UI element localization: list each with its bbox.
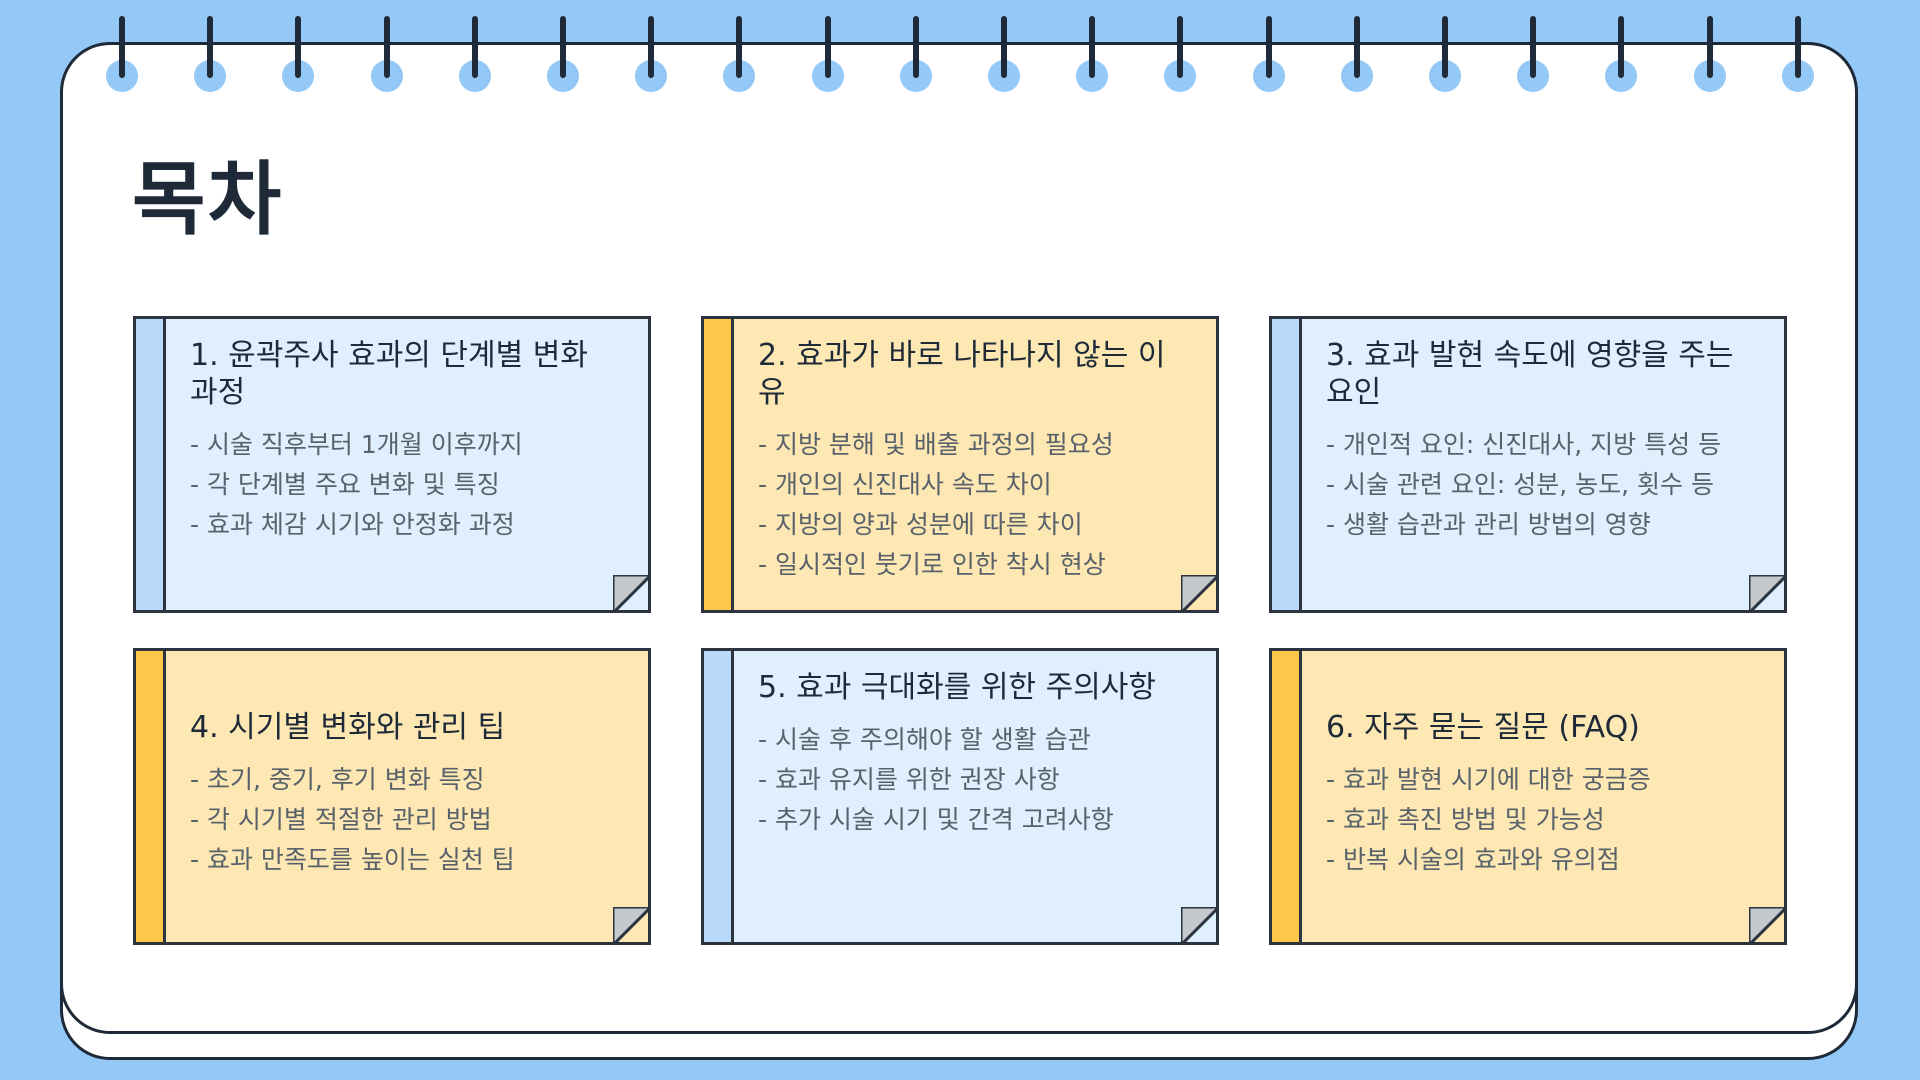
card-item: - 일시적인 붓기로 인한 착시 현상 bbox=[758, 550, 1106, 579]
card-item: - 추가 시술 시기 및 간격 고려사항 bbox=[758, 805, 1114, 834]
page-curl-icon bbox=[1749, 575, 1784, 610]
page-curl-icon bbox=[613, 575, 648, 610]
card-heading: 6. 자주 묻는 질문 (FAQ) bbox=[1326, 710, 1640, 745]
spiral-ring-icon bbox=[192, 16, 228, 92]
toc-card-6: 6. 자주 묻는 질문 (FAQ) - 효과 발현 시기에 대한 궁금증 - 효… bbox=[1269, 648, 1787, 945]
spiral-ring-icon bbox=[369, 16, 405, 92]
card-item: - 개인의 신진대사 속도 차이 bbox=[758, 470, 1052, 499]
card-stripe bbox=[136, 651, 166, 942]
toc-card-4: 4. 시기별 변화와 관리 팁 - 초기, 중기, 후기 변화 특징 - 각 시… bbox=[133, 648, 651, 945]
card-stripe bbox=[704, 319, 734, 610]
card-heading: 5. 효과 극대화를 위한 주의사항 bbox=[758, 670, 1156, 705]
spiral-ring-icon bbox=[986, 16, 1022, 92]
spiral-ring-icon bbox=[1251, 16, 1287, 92]
spiral-ring-icon bbox=[898, 16, 934, 92]
card-item: - 각 단계별 주요 변화 및 특징 bbox=[190, 470, 500, 499]
card-item: - 효과 촉진 방법 및 가능성 bbox=[1326, 805, 1605, 834]
card-item: - 시술 후 주의해야 할 생활 습관 bbox=[758, 725, 1091, 754]
card-item: - 효과 체감 시기와 안정화 과정 bbox=[190, 510, 515, 539]
spiral-ring-icon bbox=[1515, 16, 1551, 92]
card-stripe bbox=[136, 319, 166, 610]
card-item: - 지방 분해 및 배출 과정의 필요성 bbox=[758, 430, 1114, 459]
spiral-ring-icon bbox=[1780, 16, 1816, 92]
card-heading: 3. 효과 발현 속도에 영향을 주는 요인 bbox=[1326, 338, 1734, 410]
card-item: - 지방의 양과 성분에 따른 차이 bbox=[758, 510, 1083, 539]
toc-card-3: 3. 효과 발현 속도에 영향을 주는 요인 - 개인적 요인: 신진대사, 지… bbox=[1269, 316, 1787, 613]
page-curl-icon bbox=[1181, 907, 1216, 942]
spiral-ring-icon bbox=[1427, 16, 1463, 92]
spiral-ring-icon bbox=[1339, 16, 1375, 92]
page-curl-icon bbox=[1181, 575, 1216, 610]
spiral-ring-icon bbox=[1692, 16, 1728, 92]
spiral-ring-icon bbox=[457, 16, 493, 92]
spiral-ring-icon bbox=[721, 16, 757, 92]
spiral-ring-icon bbox=[810, 16, 846, 92]
toc-card-1: 1. 윤곽주사 효과의 단계별 변화 과정 - 시술 직후부터 1개월 이후까지… bbox=[133, 316, 651, 613]
spiral-ring-icon bbox=[633, 16, 669, 92]
page-curl-icon bbox=[613, 907, 648, 942]
spiral-ring-icon bbox=[280, 16, 316, 92]
toc-card-2: 2. 효과가 바로 나타나지 않는 이유 - 지방 분해 및 배출 과정의 필요… bbox=[701, 316, 1219, 613]
card-item: - 시술 관련 요인: 성분, 농도, 횟수 등 bbox=[1326, 470, 1714, 499]
card-item: - 효과 만족도를 높이는 실천 팁 bbox=[190, 845, 515, 874]
spiral-ring-icon bbox=[545, 16, 581, 92]
card-item: - 시술 직후부터 1개월 이후까지 bbox=[190, 430, 523, 459]
card-item: - 생활 습관과 관리 방법의 영향 bbox=[1326, 510, 1651, 539]
card-stripe bbox=[1272, 651, 1302, 942]
spiral-ring-icon bbox=[1162, 16, 1198, 92]
card-stripe bbox=[1272, 319, 1302, 610]
page-title: 목차 bbox=[132, 153, 284, 246]
page-curl-icon bbox=[1749, 907, 1784, 942]
card-item: - 각 시기별 적절한 관리 방법 bbox=[190, 805, 492, 834]
spiral-ring-icon bbox=[104, 16, 140, 92]
card-heading: 1. 윤곽주사 효과의 단계별 변화 과정 bbox=[190, 338, 588, 410]
card-item: - 효과 발현 시기에 대한 궁금증 bbox=[1326, 765, 1651, 794]
card-item: - 초기, 중기, 후기 변화 특징 bbox=[190, 765, 485, 794]
card-item: - 반복 시술의 효과와 유의점 bbox=[1326, 845, 1620, 874]
spiral-ring-icon bbox=[1603, 16, 1639, 92]
card-item: - 효과 유지를 위한 권장 사항 bbox=[758, 765, 1060, 794]
card-heading: 2. 효과가 바로 나타나지 않는 이유 bbox=[758, 338, 1166, 410]
toc-card-5: 5. 효과 극대화를 위한 주의사항 - 시술 후 주의해야 할 생활 습관 -… bbox=[701, 648, 1219, 945]
spiral-ring-icon bbox=[1074, 16, 1110, 92]
card-item: - 개인적 요인: 신진대사, 지방 특성 등 bbox=[1326, 430, 1722, 459]
card-stripe bbox=[704, 651, 734, 942]
card-heading: 4. 시기별 변화와 관리 팁 bbox=[190, 710, 506, 745]
